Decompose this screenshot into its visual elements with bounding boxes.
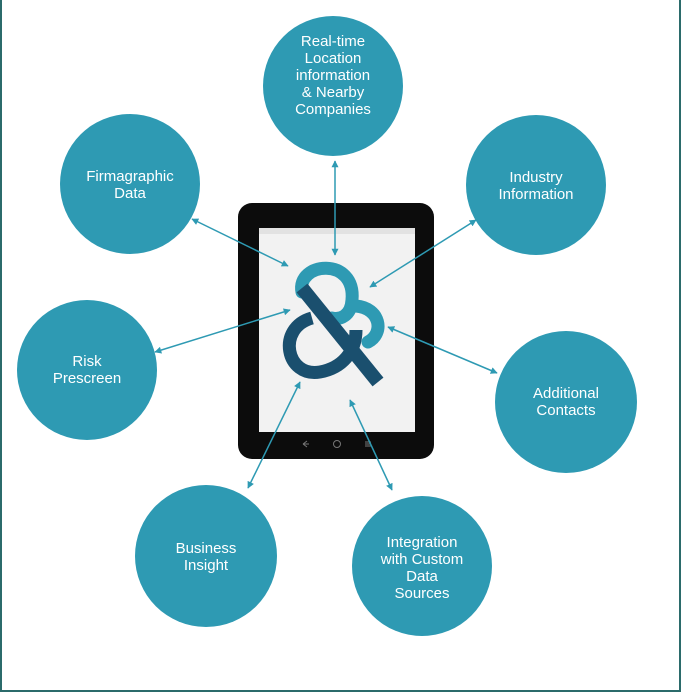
node-location: Real-time Location information & Nearby … — [263, 16, 403, 156]
tablet-nav-home-icon — [333, 440, 341, 448]
arrow-firmographic — [191, 218, 289, 267]
tablet-nav-back-icon — [302, 440, 309, 448]
node-business-circle — [135, 485, 277, 627]
node-contacts-label-2: Contacts — [536, 402, 595, 419]
node-integration-label-3: Data — [406, 568, 438, 585]
node-location-label-1: Real-time — [301, 33, 365, 50]
arrow-industry — [369, 219, 477, 288]
node-contacts-label-1: Additional — [533, 385, 599, 402]
node-firmographic-circle — [60, 114, 200, 254]
node-risk-label-1: Risk — [72, 353, 102, 370]
node-contacts: Additional Contacts — [495, 331, 637, 473]
node-industry: Industry Information — [466, 115, 606, 255]
node-industry-circle — [466, 115, 606, 255]
node-location-label-2: Location — [305, 50, 362, 67]
node-location-label-5: Companies — [295, 101, 371, 118]
node-industry-label-2: Information — [498, 186, 573, 203]
ampersand-logo — [282, 261, 385, 387]
node-location-label-3: information — [296, 67, 370, 84]
node-contacts-circle — [495, 331, 637, 473]
connector-arrows — [154, 160, 498, 491]
node-industry-label-1: Industry — [509, 169, 563, 186]
node-risk-circle — [17, 300, 157, 440]
node-business-label-1: Business — [176, 540, 237, 557]
arrow-risk — [154, 308, 291, 354]
node-integration-label-2: with Custom — [380, 551, 464, 568]
node-integration-label-1: Integration — [387, 534, 458, 551]
node-business-label-2: Insight — [184, 557, 229, 574]
node-risk-label-2: Prescreen — [53, 370, 121, 387]
arrow-integration — [349, 399, 393, 491]
node-firmographic-label-1: Firmagraphic — [86, 168, 174, 185]
node-integration-circle — [352, 496, 492, 636]
arrow-business — [247, 381, 301, 489]
node-business: Business Insight — [135, 485, 277, 627]
node-risk: Risk Prescreen — [17, 300, 157, 440]
tablet-status-bar — [259, 228, 415, 234]
node-firmographic: Firmagraphic Data — [60, 114, 200, 254]
node-firmographic-label-2: Data — [114, 185, 146, 202]
arrow-contacts — [387, 326, 498, 374]
node-integration-label-4: Sources — [394, 585, 449, 602]
node-integration: Integration with Custom Data Sources — [352, 496, 492, 636]
node-location-circle — [263, 16, 403, 156]
node-location-label-4: & Nearby — [302, 84, 365, 101]
